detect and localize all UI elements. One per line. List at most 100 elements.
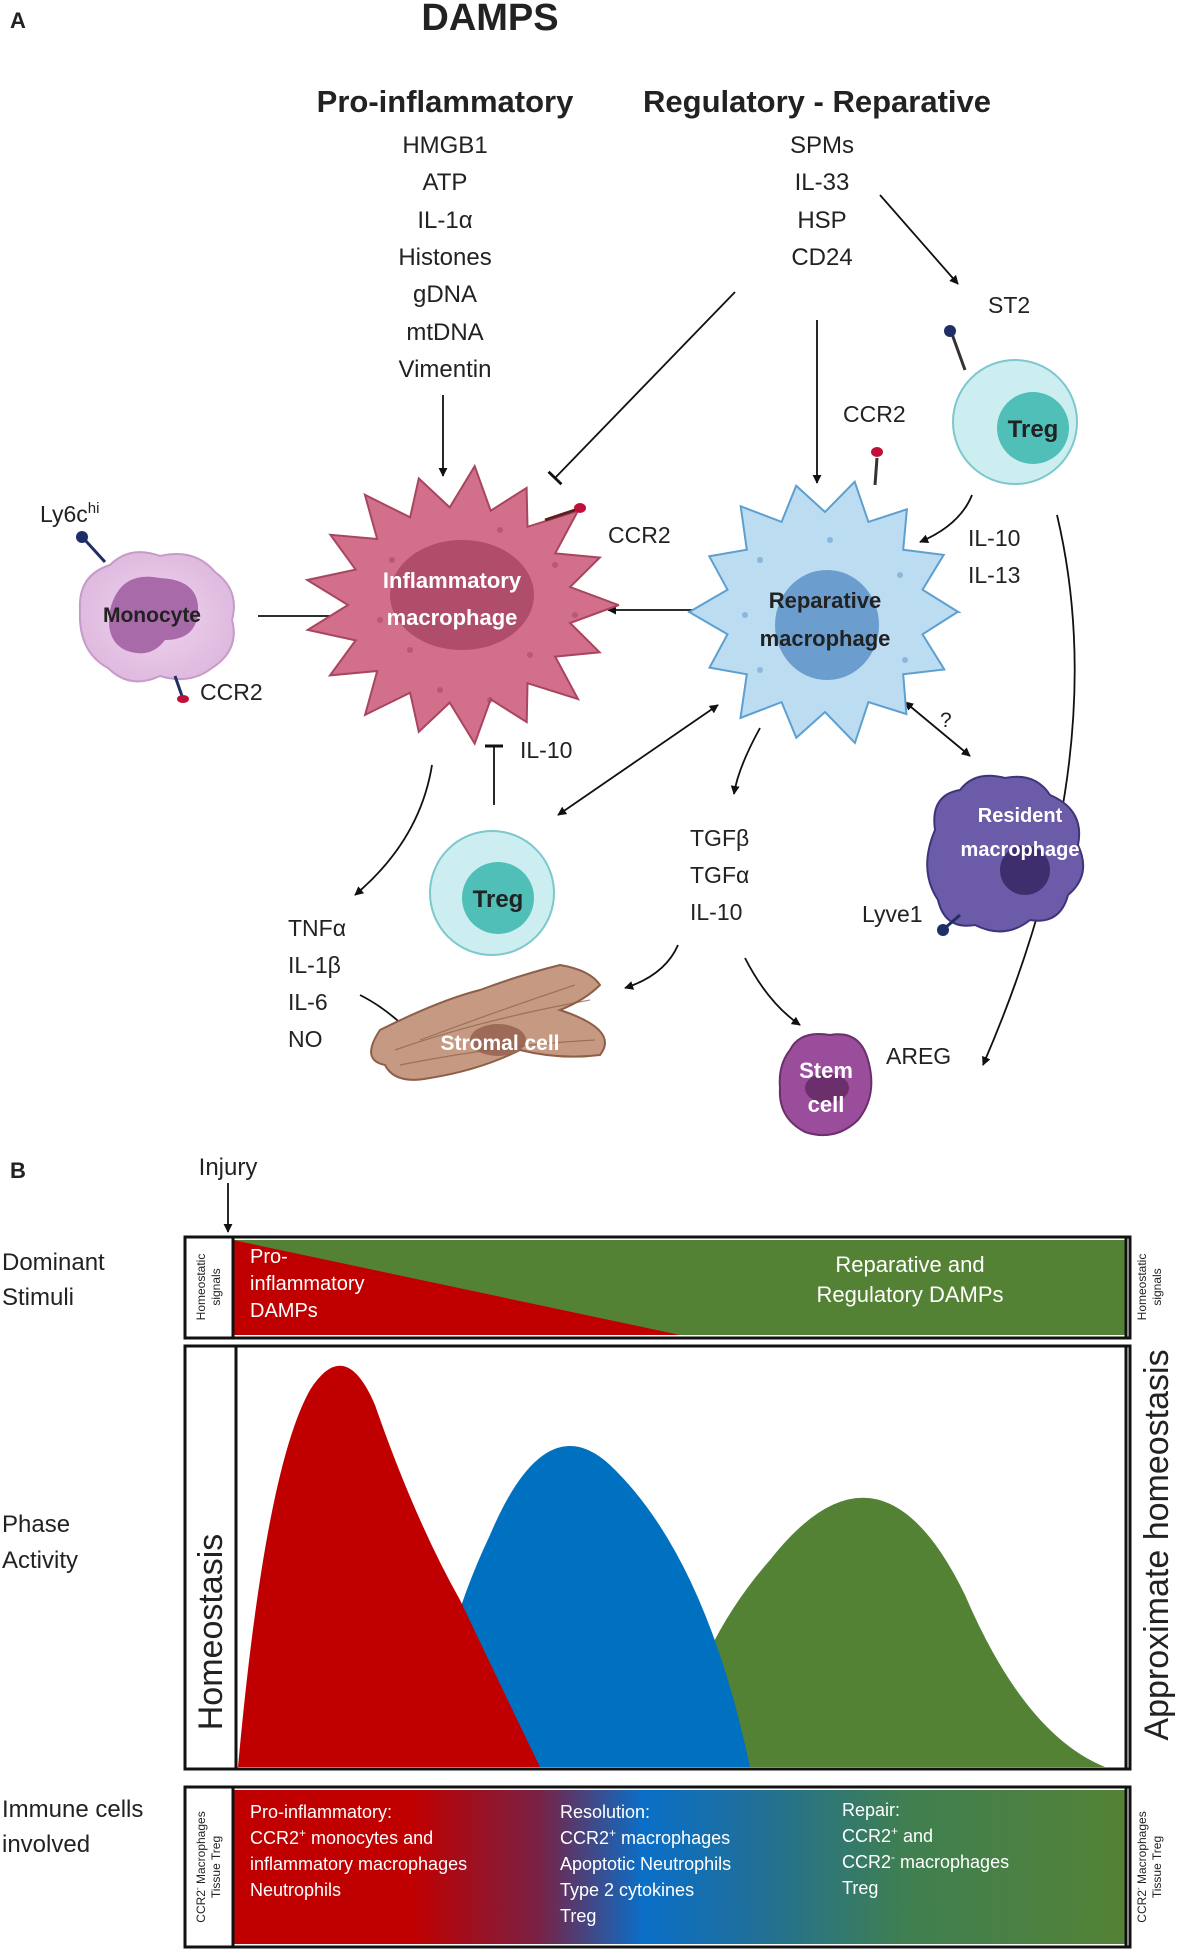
reg-damp-item: SPMs bbox=[790, 132, 854, 159]
row-label-dominant-stimuli-line2: Stimuli bbox=[2, 1284, 74, 1311]
inflammatory-macrophage-cell: Inflammatory macrophage bbox=[304, 463, 620, 746]
cytokine-item: IL-1β bbox=[288, 952, 341, 978]
row-label-dominant-stimuli-line1: Dominant bbox=[2, 1249, 105, 1276]
cytokine-item: IL-6 bbox=[288, 989, 328, 1015]
phase-pro-line3: Neutrophils bbox=[250, 1880, 341, 1900]
pro-inflammatory-header: Pro-inflammatory bbox=[317, 84, 574, 119]
lyve1-label: Lyve1 bbox=[862, 901, 923, 927]
ly6c-hi-label: Ly6chi bbox=[40, 500, 99, 527]
damps-title: DAMPS bbox=[421, 0, 558, 39]
factor-item: TGFα bbox=[690, 862, 749, 888]
reg-damp-item: HSP bbox=[797, 207, 846, 234]
reg-damps-label-line2: Regulatory DAMPs bbox=[816, 1282, 1003, 1307]
phase-rep-line1: CCR2+ and bbox=[842, 1824, 933, 1846]
resident-macrophage-label-line2: macrophage bbox=[961, 839, 1080, 861]
pro-damp-item: mtDNA bbox=[406, 319, 483, 346]
dominant-stimuli-row: Homeostatic signals Homeostatic signals … bbox=[183, 1235, 1164, 1340]
treg-il10-label: IL-10 bbox=[520, 737, 572, 763]
inflammatory-macrophage-label-line2: macrophage bbox=[387, 605, 518, 630]
arrow-tgf-to-stem bbox=[744, 957, 801, 1026]
panel-a-label: A bbox=[10, 8, 26, 33]
resolution-cells-text: Resolution: CCR2+ macrophages Apoptotic … bbox=[560, 1802, 731, 1926]
pro-inflammatory-damps-wedge bbox=[233, 1240, 680, 1335]
reg-damps-label-line1: Reparative and bbox=[835, 1252, 984, 1277]
tissue-treg-left: Tissue Treg bbox=[209, 1836, 223, 1898]
cytokine-item: TNFα bbox=[288, 915, 346, 941]
injury-label: Injury bbox=[199, 1154, 258, 1181]
homeostatic-signals-right-line2: signals bbox=[1150, 1268, 1164, 1305]
regulatory-reparative-header: Regulatory - Reparative bbox=[643, 84, 991, 119]
reparative-macrophage-label-line2: macrophage bbox=[760, 626, 891, 651]
reg-damp-item: IL-33 bbox=[795, 169, 850, 196]
treg-top-cell: Treg bbox=[944, 325, 1078, 485]
inflammatory-ccr2-label: CCR2 bbox=[608, 522, 671, 548]
reparative-macrophage-cell: Reparative macrophage bbox=[687, 447, 962, 745]
resident-macrophage-label-line1: Resident bbox=[978, 805, 1063, 827]
arrow-reparative-resident bbox=[904, 701, 971, 757]
pro-inflammatory-phase-curve bbox=[238, 1365, 540, 1767]
areg-label: AREG bbox=[886, 1043, 951, 1069]
panel-b-label: B bbox=[10, 1158, 26, 1183]
homeostatic-signals-right-line1: Homeostatic bbox=[1135, 1254, 1149, 1321]
ccr2-receptor-icon bbox=[871, 447, 883, 457]
monocyte-cell: Monocyte bbox=[76, 531, 235, 703]
pro-damp-item: IL-1α bbox=[417, 207, 472, 234]
row-label-phase-activity-line2: Activity bbox=[2, 1547, 78, 1574]
row-label-immune-cells-line1: Immune cells bbox=[2, 1796, 143, 1823]
tissue-treg-right: Tissue Treg bbox=[1150, 1836, 1164, 1898]
phase-activity-row: Homeostasis Approximate homeostasis bbox=[183, 1344, 1176, 1771]
phase-res-line4: Treg bbox=[560, 1906, 596, 1926]
phase-res-line1: CCR2+ macrophages bbox=[560, 1826, 730, 1848]
tissue-macrophages-right-line1: CCR2- Macrophages bbox=[1134, 1811, 1149, 1922]
immune-cells-row: CCR2- Macrophages Tissue Treg CCR2- Macr… bbox=[183, 1785, 1164, 1949]
immune-gradient-band bbox=[233, 1790, 1126, 1944]
phase-rep-line2: CCR2- macrophages bbox=[842, 1850, 1009, 1872]
reg-damp-item: CD24 bbox=[791, 244, 852, 271]
lyve1-receptor-icon bbox=[937, 924, 949, 936]
treg-top-label: Treg bbox=[1008, 416, 1059, 443]
repair-phase-curve bbox=[670, 1497, 1105, 1767]
phase-pro-title: Pro-inflammatory: bbox=[250, 1802, 392, 1822]
stromal-cell: Stromal cell bbox=[370, 963, 606, 1081]
arrow-inflammatory-to-cytokines bbox=[354, 764, 433, 896]
pro-damp-item: Vimentin bbox=[399, 356, 492, 383]
pro-inflammatory-cells-text: Pro-inflammatory: CCR2+ monocytes and in… bbox=[250, 1802, 467, 1900]
stem-cell-label-line1: Stem bbox=[799, 1058, 853, 1083]
treg-cytokine-il13: IL-13 bbox=[968, 562, 1020, 588]
phase-rep-title: Repair: bbox=[842, 1800, 900, 1820]
ccr2-receptor-icon bbox=[574, 503, 586, 513]
reparative-factors-list: TGFβ TGFα IL-10 bbox=[690, 825, 749, 925]
row-label-phase-activity-line1: Phase bbox=[2, 1511, 70, 1538]
homeostatic-signals-left-line1: Homeostatic bbox=[194, 1254, 208, 1321]
resident-question-mark: ? bbox=[940, 709, 952, 732]
pro-damp-item: HMGB1 bbox=[402, 132, 487, 159]
treg-cytokine-il10: IL-10 bbox=[968, 525, 1020, 551]
arrow-tgf-to-stromal bbox=[624, 944, 679, 990]
regulatory-damps-list: SPMs IL-33 HSP CD24 bbox=[790, 132, 854, 271]
homeostatic-signals-left-line2: signals bbox=[209, 1268, 223, 1305]
pro-damps-label-line2: inflammatory bbox=[250, 1273, 364, 1295]
phase-pro-line1: CCR2+ monocytes and bbox=[250, 1826, 433, 1848]
treg-mid-label: Treg bbox=[473, 886, 524, 913]
stem-cell: Stem cell bbox=[778, 1033, 873, 1136]
resolution-phase-curve bbox=[425, 1446, 750, 1767]
pro-damp-item: Histones bbox=[398, 244, 491, 271]
phase-rep-line3: Treg bbox=[842, 1878, 878, 1898]
pro-inflammatory-damps-list: HMGB1 ATP IL-1α Histones gDNA mtDNA Vime… bbox=[398, 132, 491, 383]
pro-damps-label-line3: DAMPs bbox=[250, 1300, 318, 1322]
pro-damp-item: ATP bbox=[423, 169, 468, 196]
phase-res-title: Resolution: bbox=[560, 1802, 650, 1822]
phase-res-line3: Type 2 cytokines bbox=[560, 1880, 694, 1900]
inhibit-reg-damps-to-inflammatory bbox=[547, 291, 736, 486]
pro-damps-label-line1: Pro- bbox=[250, 1246, 288, 1268]
arrow-treg-to-reparative bbox=[919, 494, 973, 543]
reparative-ccr2-label: CCR2 bbox=[843, 401, 906, 427]
pro-damp-item: gDNA bbox=[413, 281, 477, 308]
arrow-treg-to-areg bbox=[982, 514, 1076, 1066]
st2-label: ST2 bbox=[988, 292, 1030, 318]
resident-macrophage-cell: Resident macrophage bbox=[926, 774, 1085, 936]
stem-cell-label-line2: cell bbox=[808, 1092, 845, 1117]
row-label-immune-cells-line2: involved bbox=[2, 1831, 90, 1858]
approximate-homeostasis-label: Approximate homeostasis bbox=[1138, 1349, 1176, 1740]
